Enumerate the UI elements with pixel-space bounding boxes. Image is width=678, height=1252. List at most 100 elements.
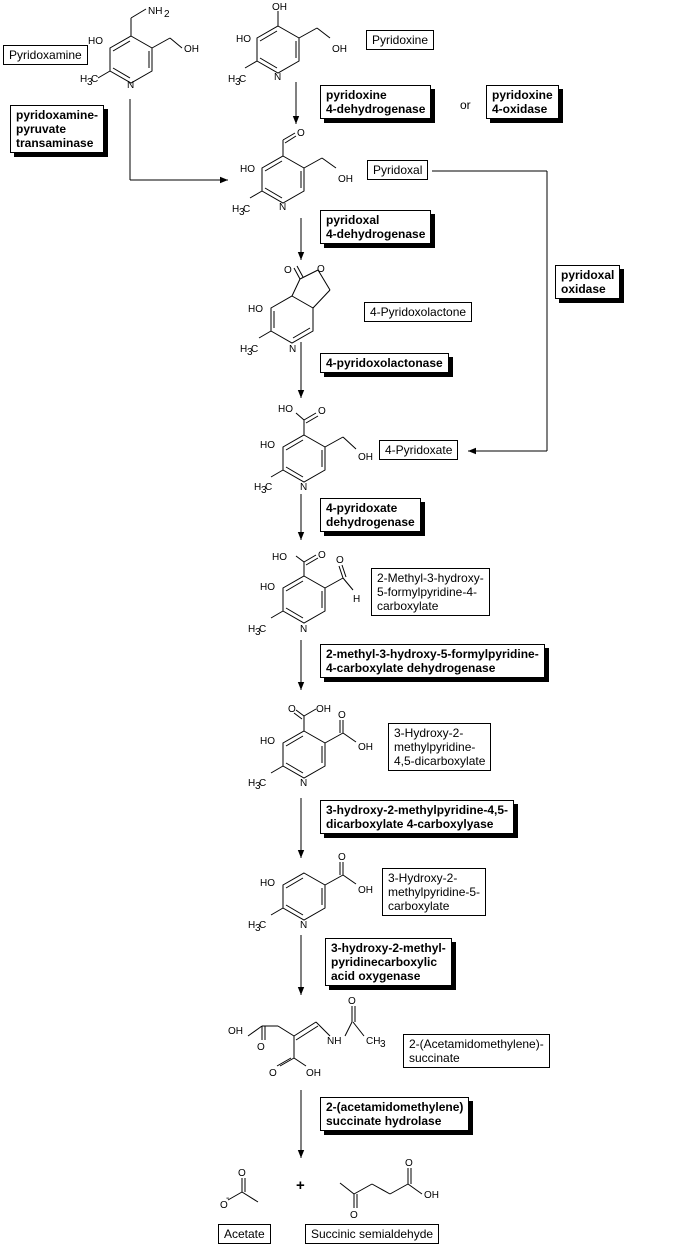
svg-text:HO: HO	[88, 36, 103, 47]
svg-text:N: N	[274, 72, 281, 83]
svg-text:O: O	[350, 1210, 358, 1221]
compound-pyridoxal: Pyridoxal	[367, 160, 429, 180]
svg-text:H: H	[248, 778, 255, 789]
svg-text:C: C	[259, 920, 266, 931]
svg-text:HO: HO	[278, 404, 293, 415]
enzyme-pyridoxal-oxidase: pyridoxal oxidase	[555, 265, 621, 299]
svg-text:OH: OH	[332, 44, 347, 55]
svg-text:O: O	[318, 550, 326, 561]
svg-text:O: O	[338, 852, 346, 863]
svg-text:HO: HO	[240, 164, 255, 175]
svg-text:C: C	[239, 74, 246, 85]
svg-text:O: O	[348, 996, 356, 1007]
svg-text:H: H	[228, 74, 235, 85]
plus-sign: +	[296, 1177, 305, 1194]
svg-text:OH: OH	[424, 1190, 439, 1201]
enzyme-pyridinecarboxylic-acid-oxygenase: 3-hydroxy-2-methyl- pyridinecarboxylic a…	[325, 938, 452, 986]
svg-text:3: 3	[239, 207, 245, 218]
or-connector: or	[460, 98, 471, 112]
svg-text:O: O	[405, 1158, 413, 1169]
svg-text:OH: OH	[228, 1026, 243, 1037]
svg-text:N: N	[300, 482, 307, 493]
compound-dicarboxylate: 3-Hydroxy-2- methylpyridine- 4,5-dicarbo…	[388, 723, 492, 771]
svg-text:N: N	[300, 624, 307, 635]
svg-text:NH: NH	[148, 6, 162, 17]
svg-text:3: 3	[255, 923, 261, 934]
svg-text:HO: HO	[260, 878, 275, 889]
svg-text:-: -	[226, 1193, 229, 1204]
svg-text:3: 3	[255, 781, 261, 792]
svg-text:OH: OH	[358, 885, 373, 896]
svg-text:O: O	[288, 704, 296, 715]
svg-text:H: H	[232, 204, 239, 215]
enzyme-acetamidomethylene-succinate-hydrolase: 2-(acetamidomethylene) succinate hydrola…	[320, 1097, 470, 1131]
compound-pyridoxamine: Pyridoxamine	[3, 45, 88, 65]
enzyme-pyridoxine-4-dehydrogenase: pyridoxine 4-dehydrogenase	[320, 85, 432, 119]
svg-text:H: H	[254, 482, 261, 493]
svg-text:H: H	[80, 74, 87, 85]
enzyme-dicarboxylate-4-carboxylyase: 3-hydroxy-2-methylpyridine-4,5- dicarbox…	[320, 800, 515, 834]
svg-text:H: H	[248, 920, 255, 931]
svg-text:C: C	[265, 482, 272, 493]
svg-text:OH: OH	[184, 44, 199, 55]
svg-text:O: O	[318, 406, 326, 417]
svg-text:3: 3	[247, 347, 253, 358]
svg-text:3: 3	[87, 77, 93, 88]
svg-text:HO: HO	[236, 34, 251, 45]
svg-text:O: O	[220, 1200, 228, 1211]
svg-text:CH: CH	[366, 1036, 380, 1047]
svg-text:H: H	[248, 624, 255, 635]
enzyme-4-pyridoxate-dehydrogenase: 4-pyridoxate dehydrogenase	[320, 498, 421, 532]
svg-text:H: H	[353, 594, 360, 605]
svg-text:O: O	[297, 128, 305, 139]
svg-text:HO: HO	[260, 582, 275, 593]
svg-text:N: N	[289, 344, 296, 355]
svg-text:H: H	[240, 344, 247, 355]
svg-text:OH: OH	[358, 452, 373, 463]
compound-acetamidomethylene-succinate: 2-(Acetamidomethylene)- succinate	[403, 1034, 550, 1068]
svg-text:C: C	[259, 778, 266, 789]
enzyme-formylpyridine-carboxylate-dehydrogenase: 2-methyl-3-hydroxy-5-formylpyridine- 4-c…	[320, 644, 545, 678]
svg-text:C: C	[251, 344, 258, 355]
svg-text:O: O	[336, 555, 344, 566]
svg-text:3: 3	[235, 77, 241, 88]
structure-succinic-semialdehyde: O O OH	[339, 1158, 439, 1221]
compound-formylpyridine-carboxylate: 2-Methyl-3-hydroxy- 5-formylpyridine-4- …	[371, 568, 490, 616]
svg-text:O: O	[257, 1042, 265, 1053]
svg-text:C: C	[91, 74, 98, 85]
svg-text:OH: OH	[316, 704, 331, 715]
compound-succinic-semialdehyde: Succinic semialdehyde	[305, 1224, 440, 1244]
svg-text:O: O	[338, 710, 346, 721]
compound-pyridoxolactone: 4-Pyridoxolactone	[364, 302, 473, 322]
svg-text:O: O	[317, 264, 325, 275]
svg-text:OH: OH	[306, 1068, 321, 1079]
svg-text:C: C	[243, 204, 250, 215]
svg-text:HO: HO	[260, 736, 275, 747]
compound-pyridoxate: 4-Pyridoxate	[379, 440, 459, 460]
enzyme-pyridoxal-4-dehydrogenase: pyridoxal 4-dehydrogenase	[320, 210, 432, 244]
svg-text:N: N	[279, 202, 286, 213]
svg-text:C: C	[259, 624, 266, 635]
svg-text:O: O	[269, 1068, 277, 1079]
svg-text:OH: OH	[272, 2, 287, 13]
svg-text:2: 2	[164, 9, 170, 20]
compound-pyridoxine: Pyridoxine	[366, 30, 435, 50]
structure-acetate: O O -	[220, 1168, 259, 1211]
compound-monocarboxylate: 3-Hydroxy-2- methylpyridine-5- carboxyla…	[382, 868, 487, 916]
svg-text:HO: HO	[272, 552, 287, 563]
svg-text:N: N	[127, 80, 134, 91]
svg-text:3: 3	[261, 485, 267, 496]
svg-text:OH: OH	[338, 174, 353, 185]
svg-text:N: N	[300, 920, 307, 931]
enzyme-pyridoxine-4-oxidase: pyridoxine 4-oxidase	[486, 85, 559, 119]
